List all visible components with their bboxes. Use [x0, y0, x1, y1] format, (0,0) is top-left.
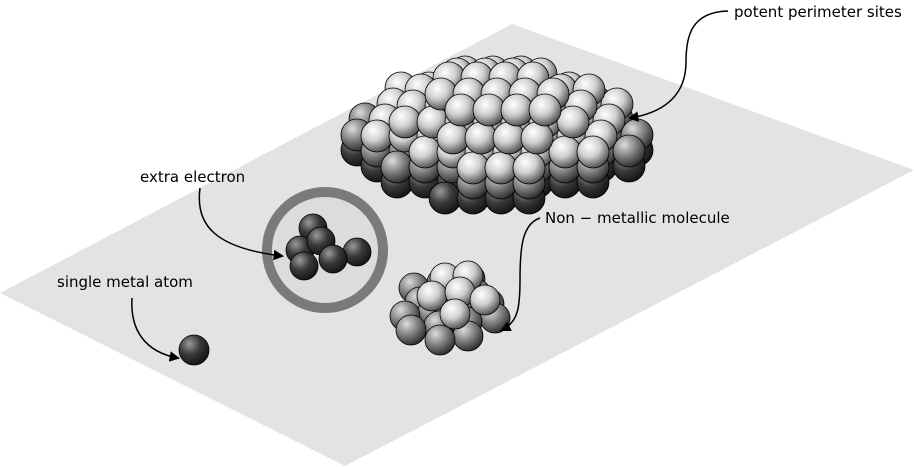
- atom: [289, 251, 319, 281]
- atom: [469, 284, 501, 316]
- electron-arrow: [198, 187, 285, 261]
- single-atom-arrow: [131, 297, 181, 362]
- extra-electron-label: extra electron: [140, 168, 245, 186]
- atom: [444, 93, 478, 127]
- atom: [528, 93, 562, 127]
- atom: [318, 244, 348, 274]
- atom: [456, 151, 490, 185]
- atom: [548, 135, 582, 169]
- perimeter-arrow: [627, 10, 729, 122]
- atom: [380, 150, 414, 184]
- atom: [428, 181, 462, 215]
- atom: [500, 93, 534, 127]
- atom: [439, 298, 471, 330]
- atom: [612, 134, 646, 168]
- atom: [492, 121, 526, 155]
- atom: [395, 314, 427, 346]
- small-pyramid-cluster: [389, 260, 511, 356]
- single-metal-atom-label: single metal atom: [57, 273, 193, 291]
- atom: [388, 105, 422, 139]
- support-surface: [0, 24, 914, 466]
- perimeter-sites-label: potent perimeter sites: [734, 3, 902, 21]
- atom: [576, 135, 610, 169]
- atom: [342, 237, 372, 267]
- atom: [464, 121, 498, 155]
- atom: [424, 324, 456, 356]
- atom: [484, 151, 518, 185]
- charged-small-cluster: [285, 213, 372, 281]
- molecule-arrow: [500, 217, 541, 331]
- atom: [520, 121, 554, 155]
- large-nanoparticle-cluster: [340, 55, 654, 215]
- atom: [512, 151, 546, 185]
- atom: [360, 119, 394, 153]
- atom: [556, 105, 590, 139]
- atom: [408, 135, 442, 169]
- non-metallic-molecule-label: Non − metallic molecule: [545, 209, 730, 227]
- single-metal-atom: [178, 334, 210, 366]
- atom: [178, 334, 210, 366]
- atom: [436, 121, 470, 155]
- atom: [472, 93, 506, 127]
